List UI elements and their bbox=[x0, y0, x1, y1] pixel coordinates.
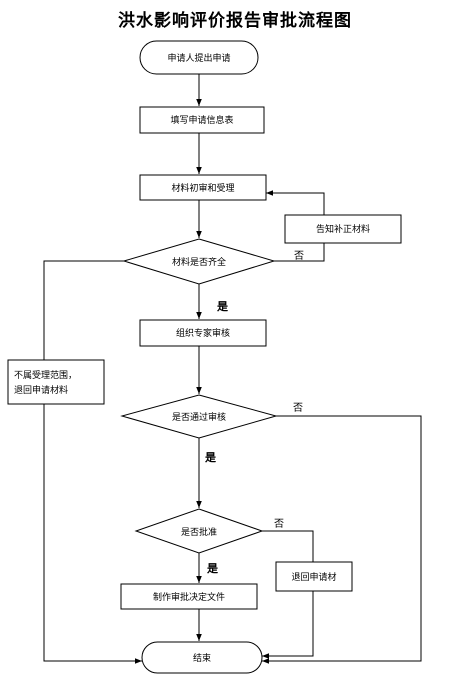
node-start: 申请人提出申请 bbox=[139, 40, 259, 75]
node-supplement-label: 告知补正材料 bbox=[316, 223, 370, 235]
edge-pass-no bbox=[262, 415, 422, 664]
edge-return-to-end bbox=[262, 591, 314, 659]
node-not-accepted-line1: 不属受理范围， bbox=[14, 369, 77, 381]
node-expert-review-label: 组织专家审核 bbox=[176, 327, 230, 339]
node-end: 结束 bbox=[141, 641, 263, 674]
label-approve-no: 否 bbox=[274, 518, 284, 530]
node-approve-check: 是否批准 bbox=[134, 508, 264, 554]
edge-approve-no bbox=[262, 530, 314, 562]
edge-notaccepted-to-end bbox=[43, 404, 142, 664]
node-end-label: 结束 bbox=[193, 652, 211, 664]
node-approve-check-label: 是否批准 bbox=[181, 526, 217, 538]
label-review-no: 否 bbox=[293, 402, 303, 414]
label-approve-yes: 是 bbox=[206, 562, 219, 575]
label-complete-no: 否 bbox=[294, 250, 304, 262]
node-make-decision-label: 制作审批决定文件 bbox=[153, 591, 225, 603]
node-complete-check-label: 材料是否齐全 bbox=[172, 256, 226, 268]
node-expert-review: 组织专家审核 bbox=[139, 319, 267, 347]
node-complete-check: 材料是否齐全 bbox=[122, 238, 276, 285]
node-make-decision: 制作审批决定文件 bbox=[120, 583, 258, 610]
node-return-application: 退回申请材 bbox=[275, 561, 353, 592]
edge-check-left bbox=[43, 260, 124, 360]
node-supplement: 告知补正材料 bbox=[284, 214, 402, 244]
node-pass-review: 是否通过审核 bbox=[120, 394, 278, 439]
node-initial-review: 材料初审和受理 bbox=[139, 174, 267, 201]
node-not-accepted-line2: 退回申请材料 bbox=[14, 384, 68, 396]
label-review-yes: 是 bbox=[204, 451, 217, 464]
node-pass-review-label: 是否通过审核 bbox=[172, 411, 226, 423]
node-fill-form: 填写申请信息表 bbox=[139, 106, 265, 134]
connectors bbox=[43, 74, 422, 664]
edge-supplement-back bbox=[266, 190, 325, 215]
node-return-application-label: 退回申请材 bbox=[291, 571, 336, 583]
edge-check-no bbox=[274, 243, 325, 262]
label-complete-yes: 是 bbox=[216, 300, 229, 313]
node-fill-form-label: 填写申请信息表 bbox=[170, 114, 233, 126]
node-start-label: 申请人提出申请 bbox=[167, 52, 230, 64]
node-not-accepted: 不属受理范围， 退回申请材料 bbox=[7, 359, 105, 405]
node-initial-review-label: 材料初审和受理 bbox=[171, 182, 234, 194]
page-title: 洪水影响评价报告审批流程图 bbox=[118, 11, 352, 31]
